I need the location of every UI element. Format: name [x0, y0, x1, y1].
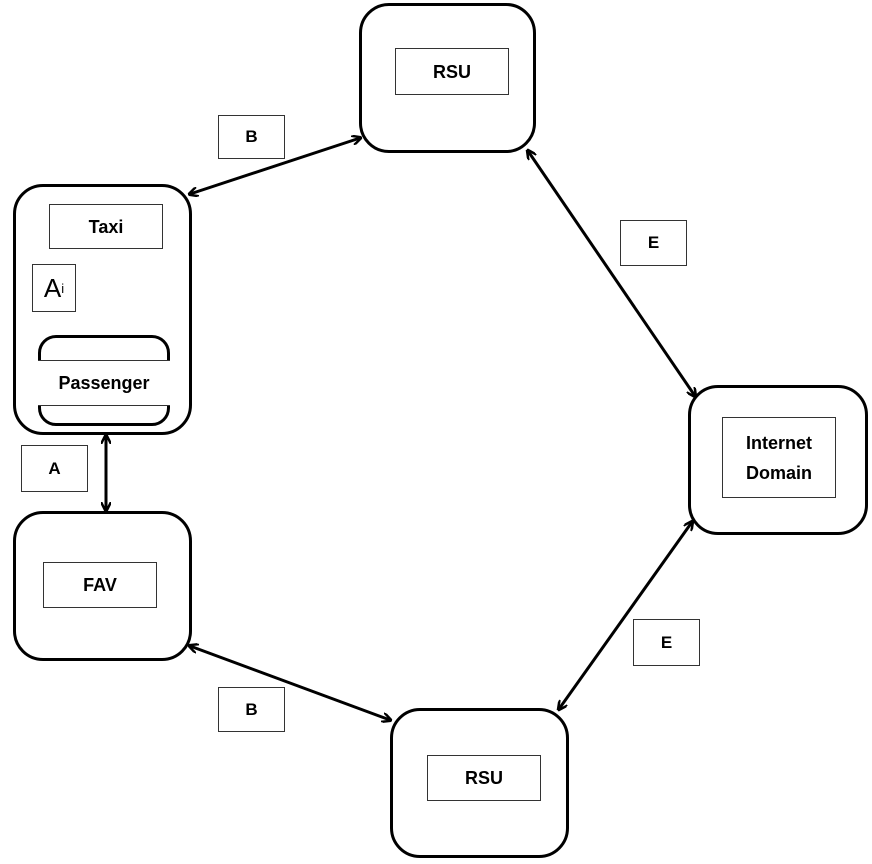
- taxi-label: Taxi: [49, 204, 163, 249]
- edge-label-taxi-fav: A: [21, 445, 88, 492]
- rsu-top-node: RSU: [359, 3, 536, 153]
- edge-label-fav-rsu: B: [218, 687, 285, 732]
- edge-label-ai-sub: i: [61, 280, 65, 296]
- edge-label-ai-main: A: [43, 272, 62, 303]
- rsu-bottom-label: RSU: [427, 755, 541, 801]
- arrow-fav-rsu-bottom: [190, 646, 390, 720]
- passenger-node: Passenger: [38, 335, 170, 426]
- arrow-internet-rsu-bottom: [559, 522, 692, 709]
- arrow-rsu-top-internet: [528, 151, 695, 396]
- taxi-node: Taxi Passenger: [13, 184, 192, 435]
- rsu-top-label: RSU: [395, 48, 509, 95]
- internet-domain-line1: Internet: [745, 432, 812, 453]
- edge-label-taxi-rsu: B: [218, 115, 285, 159]
- edge-label-internet-rsu: E: [633, 619, 700, 666]
- edge-label-rsu-internet: E: [620, 220, 687, 266]
- fav-label: FAV: [43, 562, 157, 608]
- internet-domain-line2: Domain: [745, 462, 812, 483]
- internet-domain-label: Internet Domain: [722, 417, 836, 498]
- arrow-taxi-rsu-top: [190, 138, 360, 194]
- rsu-bottom-node: RSU: [390, 708, 569, 858]
- internet-domain-node: Internet Domain: [688, 385, 868, 535]
- passenger-label: Passenger: [38, 360, 170, 406]
- fav-node: FAV: [13, 511, 192, 661]
